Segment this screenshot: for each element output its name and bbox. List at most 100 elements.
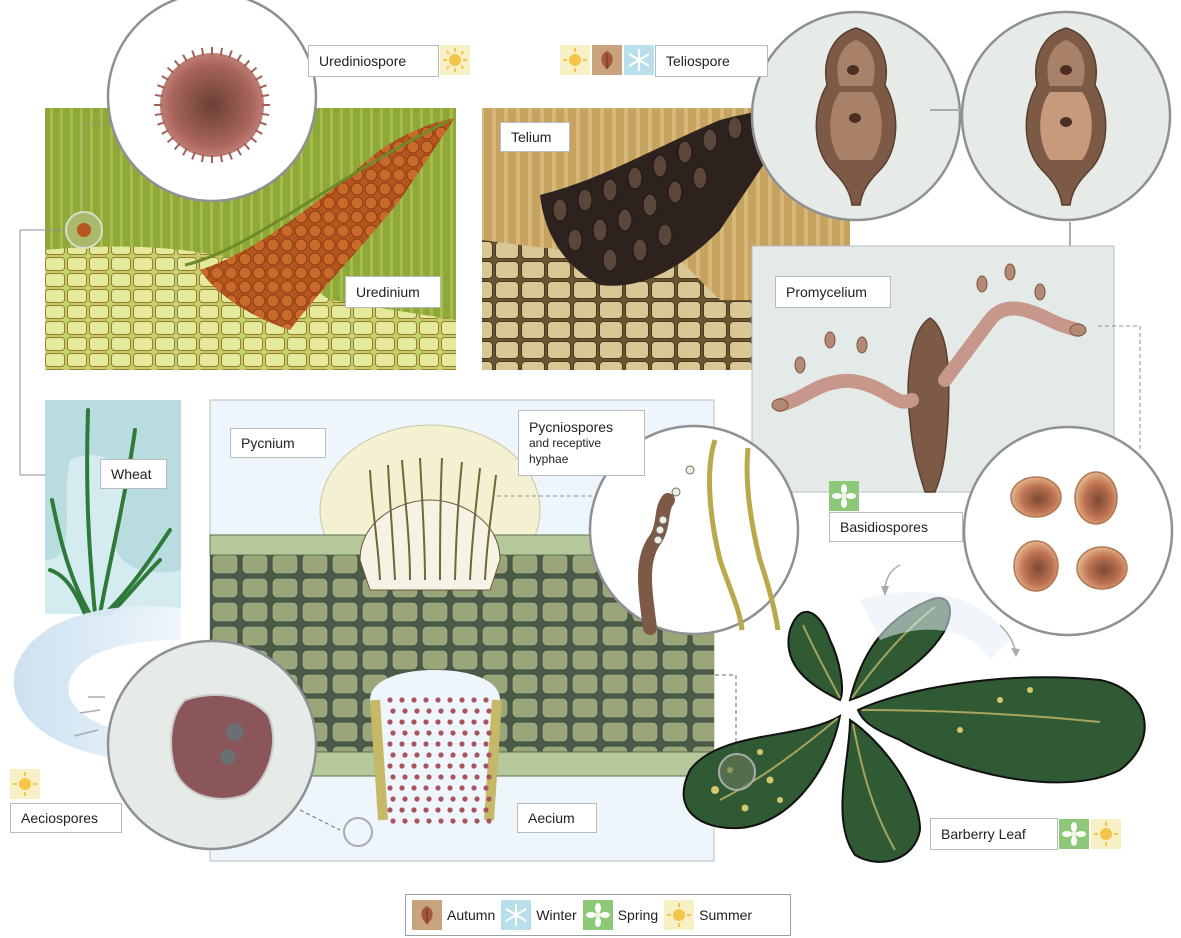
aeciospore-dot [462, 752, 467, 757]
aeciospore-dot [387, 785, 392, 790]
basidiospores-magnifier [964, 427, 1172, 635]
aeciospore-dot [411, 763, 416, 768]
aeciospore-dot [390, 752, 395, 757]
spring-icon [1059, 819, 1089, 849]
aeciospore-dot [411, 697, 416, 702]
aeciospore-dot [447, 719, 452, 724]
aeciospore-dot [450, 730, 455, 735]
pycniospores-label-line3: hyphae [529, 451, 568, 467]
telium-label: Telium [500, 122, 570, 152]
spore-spine [261, 95, 269, 96]
aeciospore-dot [459, 785, 464, 790]
aeciospore-dot [471, 807, 476, 812]
aeciospore-dot [435, 807, 440, 812]
legend-label-autumn: Autumn [447, 907, 495, 923]
aeciospore-dot [411, 719, 416, 724]
legend-item-autumn: Autumn [412, 900, 495, 930]
aeciospore-dot [426, 774, 431, 779]
aeciospore-dot [438, 774, 443, 779]
aeciospore-dot [447, 763, 452, 768]
aeciospore-dot [414, 730, 419, 735]
aeciospore-dot [447, 697, 452, 702]
aeciospore-dot [486, 796, 491, 801]
aeciospore-dot [438, 796, 443, 801]
legend-label-winter: Winter [536, 907, 576, 923]
legend-label-spring: Spring [618, 907, 658, 923]
aeciospore-dot [399, 741, 404, 746]
aeciospore-dot [486, 730, 491, 735]
pycniospores-label-line1: Pycniospores [529, 419, 613, 435]
aeciospore-dot [483, 719, 488, 724]
basidiospores-label: Basidiospores [829, 512, 963, 542]
aeciospore-dot [399, 807, 404, 812]
aeciospore-dot [447, 785, 452, 790]
aeciospore-dot [435, 763, 440, 768]
season-legend: Autumn Winter Spring Summer [405, 894, 791, 936]
aeciospore-dot [411, 785, 416, 790]
spring-icon [829, 481, 859, 511]
aeciospore-dot [486, 752, 491, 757]
aeciospore-dot [459, 763, 464, 768]
legend-item-summer: Summer [664, 900, 752, 930]
aeciospore-dot [450, 796, 455, 801]
aeciospores-magnifier [108, 641, 316, 849]
aeciospore-dot [426, 752, 431, 757]
aeciospore-dot [426, 730, 431, 735]
aeciospore-dot [414, 818, 419, 823]
aeciospore-dot [390, 708, 395, 713]
aeciospore-dot [411, 741, 416, 746]
aeciospore-dot [411, 807, 416, 812]
aeciospore-dot [402, 752, 407, 757]
teliospore-magnifier-2 [962, 12, 1170, 220]
aeciospore-dot [402, 818, 407, 823]
summer-icon [10, 769, 40, 799]
pycnium-label: Pycnium [230, 428, 326, 458]
aeciospore-dot [447, 741, 452, 746]
aeciospore-dot [423, 785, 428, 790]
aeciospore-dot [435, 719, 440, 724]
spore-spine [221, 48, 222, 56]
aeciospore-dot [438, 730, 443, 735]
aeciospore-dot [450, 708, 455, 713]
barberry-magnify-marker [719, 754, 755, 790]
aeciospore-dot [426, 708, 431, 713]
winter-icon [501, 900, 531, 930]
legend-label-summer: Summer [699, 907, 752, 923]
aeciospore-dot [462, 796, 467, 801]
aeciospore-dot [423, 741, 428, 746]
aeciospore-dot [438, 752, 443, 757]
aeciospore-dot [462, 730, 467, 735]
aeciospore-dot [450, 752, 455, 757]
autumn-icon [592, 45, 622, 75]
aeciospore-dot [399, 785, 404, 790]
aeciospore-dot [390, 774, 395, 779]
aeciospore-dot [474, 774, 479, 779]
aeciospore-dot [459, 741, 464, 746]
aeciospore-dot [402, 730, 407, 735]
aeciospore-dot [435, 741, 440, 746]
aeciospore-dot [450, 818, 455, 823]
aeciospore-dot [471, 719, 476, 724]
wheat-illustration [45, 400, 181, 614]
aeciospore-dot [423, 807, 428, 812]
aeciospore-dot [402, 774, 407, 779]
aeciospore-dot [426, 796, 431, 801]
aeciospore-dot [450, 774, 455, 779]
summer-icon [440, 45, 470, 75]
aeciospore-dot [423, 763, 428, 768]
spore-spine [155, 114, 163, 115]
aeciospore-dot [414, 774, 419, 779]
aeciospore-dot [387, 807, 392, 812]
aeciospores-label: Aeciospores [10, 803, 122, 833]
legend-item-winter: Winter [501, 900, 576, 930]
wheat-label: Wheat [100, 459, 167, 489]
aeciospore-dot [462, 818, 467, 823]
aeciospore-dot [438, 708, 443, 713]
spore-spine [202, 154, 203, 162]
aeciospore-dot [483, 741, 488, 746]
aeciospore-dot [483, 697, 488, 702]
pycniospores-label: Pycniospores and receptive hyphae [518, 410, 645, 476]
aeciospore-dot [387, 697, 392, 702]
aeciospore-dot [483, 763, 488, 768]
aeciospore-dot [474, 752, 479, 757]
